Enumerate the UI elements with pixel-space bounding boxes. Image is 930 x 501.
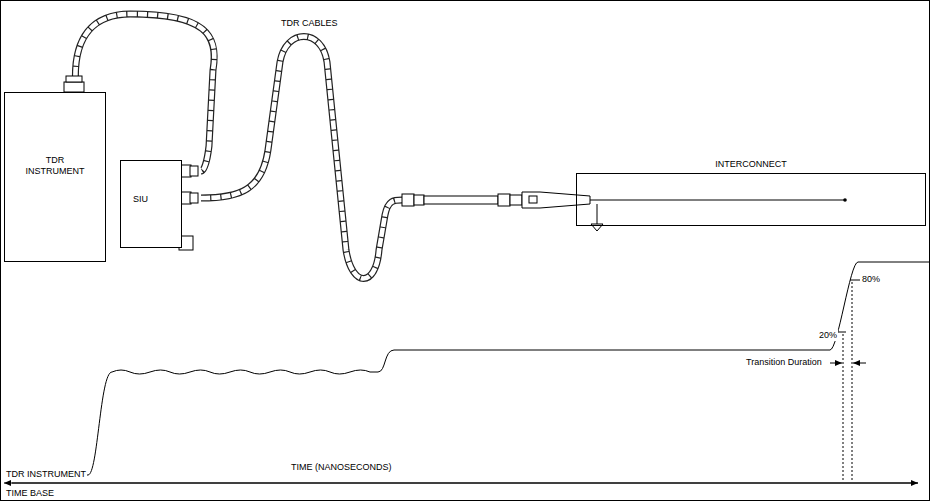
cable-label: TDR CABLES (280, 18, 339, 29)
annotation-label: TDR INSTRUMENT (5, 469, 87, 480)
dimension-arrow (830, 363, 842, 364)
equipment-box: SIU (120, 160, 182, 248)
cable-fitting (66, 76, 82, 82)
equipment-box: TDR INSTRUMENT (4, 92, 106, 262)
box-label: INTERCONNECT (577, 159, 925, 170)
cable-fitting (64, 82, 84, 92)
tdr-waveform (8, 262, 929, 475)
box-label: TDR INSTRUMENT (25, 93, 85, 177)
interconnect-board: INTERCONNECT (576, 173, 926, 226)
cable-fitting (498, 194, 510, 206)
cable-fitting (402, 194, 414, 206)
annotation-label: Transition Duration (745, 357, 823, 368)
cable-fitting (414, 195, 424, 205)
annotation-label: TIME (NANOSECONDS) (290, 462, 393, 473)
probe-body (522, 192, 590, 208)
dashed-guide (852, 282, 853, 480)
annotation-label: TIME BASE (5, 488, 55, 499)
coax-cable (424, 196, 498, 204)
probe-mark (529, 196, 537, 203)
dimension-arrow (853, 363, 866, 364)
dashed-guide (843, 334, 844, 480)
tdr-cable (201, 37, 576, 279)
trace-end (843, 198, 847, 202)
tick-80 (850, 280, 860, 281)
annotation-label: 80% (861, 274, 881, 285)
ground-symbol (591, 204, 603, 231)
time-axis (4, 483, 918, 484)
cable-fitting (510, 195, 522, 205)
box-label: SIU (121, 161, 181, 205)
siu-port (190, 193, 198, 203)
annotation-label: 20% (818, 330, 838, 341)
trace-line (590, 200, 845, 201)
siu-port (190, 166, 198, 176)
